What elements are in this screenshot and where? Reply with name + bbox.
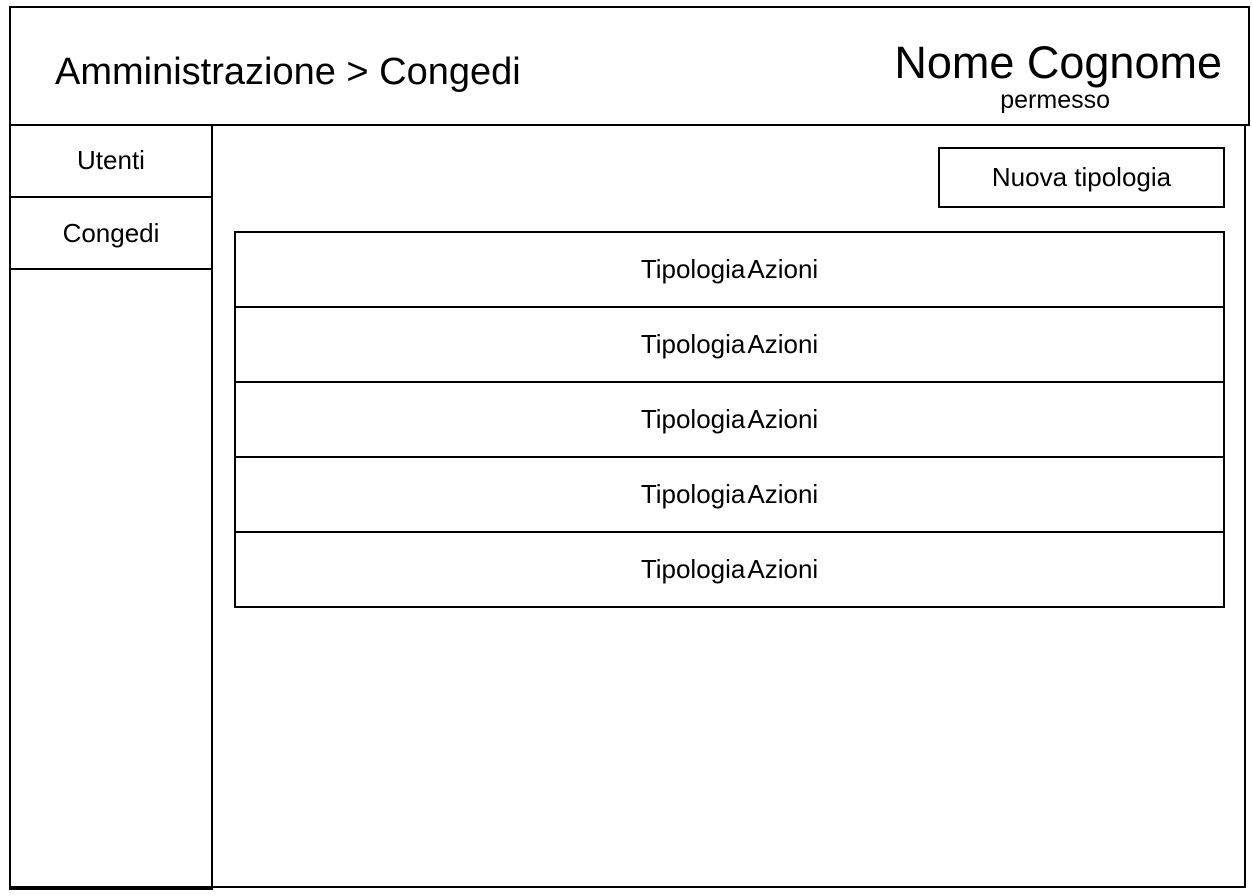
breadcrumb: Amministrazione > Congedi <box>55 51 521 93</box>
type-cell: Tipologia <box>640 554 746 584</box>
type-cell: Tipologia <box>640 404 746 434</box>
actions-cell[interactable]: Azioni <box>747 329 819 359</box>
user-role: permesso <box>1000 86 1110 114</box>
sidebar-item-congedi[interactable]: Congedi <box>11 198 211 270</box>
actions-cell[interactable]: Azioni <box>747 404 819 434</box>
table-row: Tipologia Azioni <box>236 308 1223 383</box>
type-cell: Tipologia <box>640 479 746 509</box>
table-row: Tipologia Azioni <box>236 458 1223 533</box>
table-row: Tipologia Azioni <box>236 383 1223 458</box>
types-table: Tipologia Azioni Tipologia Azioni Tipolo… <box>234 231 1225 608</box>
table-row: Tipologia Azioni <box>236 233 1223 308</box>
actions-cell[interactable]: Azioni <box>747 479 819 509</box>
table-row: Tipologia Azioni <box>236 533 1223 606</box>
user-name[interactable]: Nome Cognome <box>894 37 1222 88</box>
type-cell: Tipologia <box>640 254 746 284</box>
new-type-button[interactable]: Nuova tipologia <box>938 147 1225 208</box>
type-cell: Tipologia <box>640 329 746 359</box>
actions-cell[interactable]: Azioni <box>747 554 819 584</box>
page-header: Amministrazione > Congedi Nome Cognome p… <box>9 6 1250 126</box>
actions-cell[interactable]: Azioni <box>747 254 819 284</box>
sidebar: Utenti Congedi <box>9 124 213 890</box>
sidebar-item-utenti[interactable]: Utenti <box>11 124 211 198</box>
